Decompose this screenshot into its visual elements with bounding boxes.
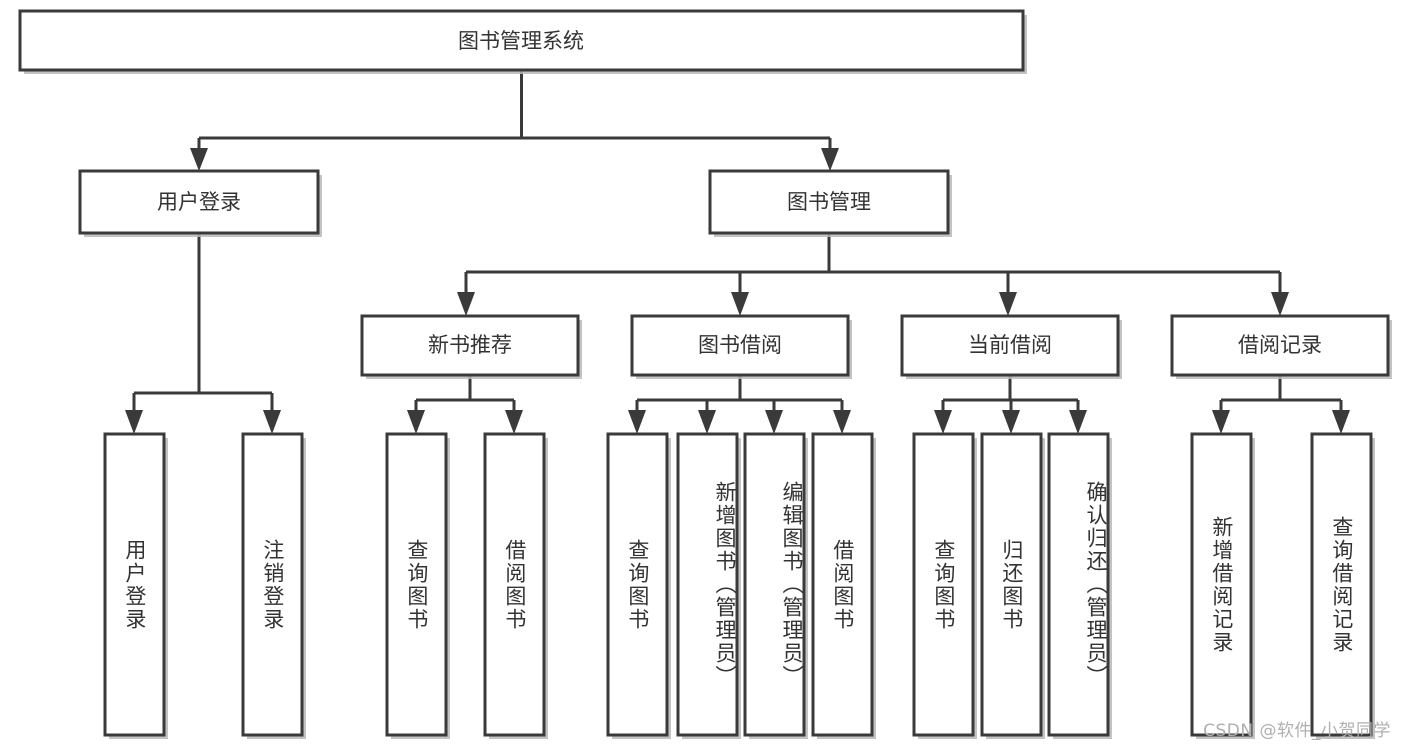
node-leaf-edit-book-admin[interactable] [743,432,808,739]
leaf-box [811,432,874,737]
connectors-user-login-to-leaves [125,233,281,434]
csdn-watermark: CSDN @软件_小贺同学 [1203,721,1391,741]
book-borrow-label: 图书借阅 [698,333,782,357]
arrow-to-user-login [190,148,208,171]
new-book-label: 新书推荐 [428,333,512,357]
root-box [18,9,1025,72]
leaf-box [606,432,669,737]
leaf-box [483,432,546,737]
user-login-box [78,169,320,235]
leaf-box [241,432,304,737]
node-leaf-add-borrow-record[interactable] [1190,432,1255,739]
arrow-leaf-user-login [125,410,143,434]
new-book-box [360,314,580,377]
arrow-to-new-book-rec [457,292,475,316]
node-current-borrow[interactable]: 当前借阅 [900,314,1122,379]
book-mgmt-label: 图书管理 [787,190,871,214]
borrow-record-label: 借阅记录 [1238,333,1322,357]
node-leaf-query-borrow-record[interactable] [1310,432,1375,739]
node-borrow-record[interactable]: 借阅记录 [1170,314,1392,379]
leaf-box [103,432,166,737]
leaf-box [980,432,1043,737]
leaf-boxes [103,432,1375,739]
node-leaf-confirm-return-admin[interactable] [1047,432,1112,739]
node-leaf-query-book-newbook[interactable] [385,432,450,739]
node-leaf-borrow-book-borrow[interactable] [811,432,876,739]
arrow-to-book-mgmt [821,148,839,171]
node-leaf-return-book[interactable] [980,432,1045,739]
arrow-leaf-query-book-3 [934,410,952,434]
connectors-borrow-record-to-leaves [1212,375,1350,434]
arrow-leaf-borrow-book-1 [505,410,523,434]
node-leaf-query-book-borrow[interactable] [606,432,671,739]
leaf-box [385,432,448,737]
connectors-new-book-to-leaves [407,375,523,434]
leaf-box [912,432,975,737]
node-root-system[interactable]: 图书管理系统 [18,9,1027,74]
node-new-book-recommend[interactable]: 新书推荐 [360,314,582,379]
arrow-leaf-add-record [1212,410,1230,434]
node-book-borrow[interactable]: 图书借阅 [630,314,852,379]
leaf-box [1190,432,1253,737]
connectors-book-mgmt-to-level3 [457,233,1289,316]
arrow-to-current-borrow [999,292,1017,316]
root-label: 图书管理系统 [458,29,584,53]
arrow-leaf-logout [263,410,281,434]
book-mgmt-box [708,169,950,235]
arrow-to-book-borrow [731,292,749,316]
arrow-leaf-query-book-2 [628,410,646,434]
connectors-current-borrow-to-leaves [934,375,1087,434]
connectors-book-borrow-to-leaves [628,375,851,434]
arrow-to-borrow-record [1271,292,1289,316]
arrow-leaf-return-book [1002,410,1020,434]
arrow-leaf-borrow-book-2 [833,410,851,434]
node-leaf-add-book-admin[interactable] [676,432,741,739]
node-leaf-logout[interactable] [241,432,306,739]
arrow-leaf-confirm-return [1069,410,1087,434]
current-borrow-label: 当前借阅 [968,333,1052,357]
arrow-leaf-add-book [698,410,716,434]
arrow-leaf-query-record [1332,410,1350,434]
connectors-root-to-level2 [190,70,839,171]
node-leaf-query-book-current[interactable] [912,432,977,739]
leaf-box [743,432,806,737]
leaf-box [1047,432,1110,737]
book-borrow-box [630,314,850,377]
node-book-management[interactable]: 图书管理 [708,169,952,237]
user-login-label: 用户登录 [157,190,241,214]
borrow-record-box [1170,314,1390,377]
arrow-leaf-edit-book [765,410,783,434]
node-leaf-user-login[interactable] [103,432,168,739]
node-user-login[interactable]: 用户登录 [78,169,322,237]
current-borrow-box [900,314,1120,377]
leaf-box [1310,432,1373,737]
node-leaf-borrow-book-newbook[interactable] [483,432,548,739]
leaf-box [676,432,739,737]
arrow-leaf-query-book-1 [407,410,425,434]
